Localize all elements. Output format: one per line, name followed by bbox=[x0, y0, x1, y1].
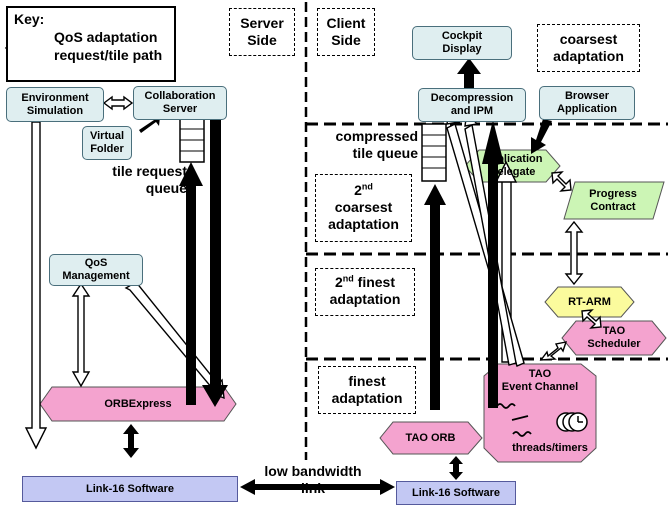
compressed-tile-queue-label: compressed tile queue bbox=[335, 128, 418, 161]
key-title: Key: bbox=[14, 11, 45, 27]
orbexpress-label: ORBExpress bbox=[104, 397, 172, 410]
link16-software-left: Link-16 Software bbox=[22, 476, 238, 502]
link16-software-right: Link-16 Software bbox=[396, 481, 516, 505]
finest-adaptation-label: finest adaptation bbox=[318, 366, 416, 414]
low-bandwidth-link-label: low bandwidth link bbox=[264, 463, 362, 496]
qos-management-box: QoS Management bbox=[49, 254, 143, 286]
second-coarsest-sup: nd bbox=[361, 181, 373, 192]
tao-scheduler-shape bbox=[561, 320, 667, 356]
rt-arm-label: RT-ARM bbox=[568, 295, 611, 308]
rt-arm-shape bbox=[544, 286, 635, 318]
collaboration-server-box: Collaboration Server bbox=[133, 86, 227, 120]
second-finest-text: finest adaptation bbox=[329, 274, 401, 307]
second-finest-adaptation-label: 2nd finest adaptation bbox=[315, 268, 415, 316]
qos-arrows bbox=[24, 95, 602, 450]
compressed-tile-queue-stack bbox=[421, 123, 447, 182]
virtual-folder-box: Virtual Folder bbox=[82, 126, 132, 160]
tile-request-queue-label: tile request queue bbox=[112, 163, 187, 196]
cockpit-display-box: Cockpit Display bbox=[412, 26, 512, 60]
tao-orb-shape bbox=[379, 421, 483, 455]
tao-orb-label: TAO ORB bbox=[405, 431, 456, 444]
path-arrows bbox=[123, 58, 552, 495]
key-path-row: request/tile path bbox=[14, 46, 168, 64]
key-path-label: request/tile path bbox=[54, 47, 163, 63]
second-finest-sup: nd bbox=[342, 273, 354, 284]
server-side-label: Server Side bbox=[229, 8, 295, 56]
client-side-label: Client Side bbox=[317, 8, 375, 56]
event-channel-label: TAO Event Channel bbox=[501, 368, 579, 393]
tile-request-queue-stack bbox=[179, 117, 205, 163]
coarsest-adaptation-label: coarsest adaptation bbox=[537, 24, 640, 72]
tao-scheduler-label: TAO Scheduler bbox=[587, 325, 641, 350]
key-qos-row: QoS adaptation bbox=[14, 28, 168, 46]
legend-key: Key: QoS adaptation request/tile path bbox=[6, 6, 176, 82]
threads-timers-label: threads/timers bbox=[512, 441, 588, 454]
key-qos-label: QoS adaptation bbox=[54, 29, 158, 45]
environment-simulation-box: Environment Simulation bbox=[6, 87, 104, 122]
progress-contract-label: Progress Contract bbox=[589, 187, 637, 213]
browser-application-box: Browser Application bbox=[539, 86, 635, 120]
second-coarsest-text: coarsest adaptation bbox=[328, 199, 399, 232]
timer-icon bbox=[556, 412, 588, 432]
application-delegate-label: Application Delegate bbox=[482, 153, 543, 178]
event-channel-squiggles bbox=[496, 403, 532, 437]
decompression-ipm-box: Decompression and IPM bbox=[418, 88, 526, 122]
progress-contract-shape bbox=[563, 181, 665, 220]
event-channel-shape bbox=[483, 363, 597, 463]
